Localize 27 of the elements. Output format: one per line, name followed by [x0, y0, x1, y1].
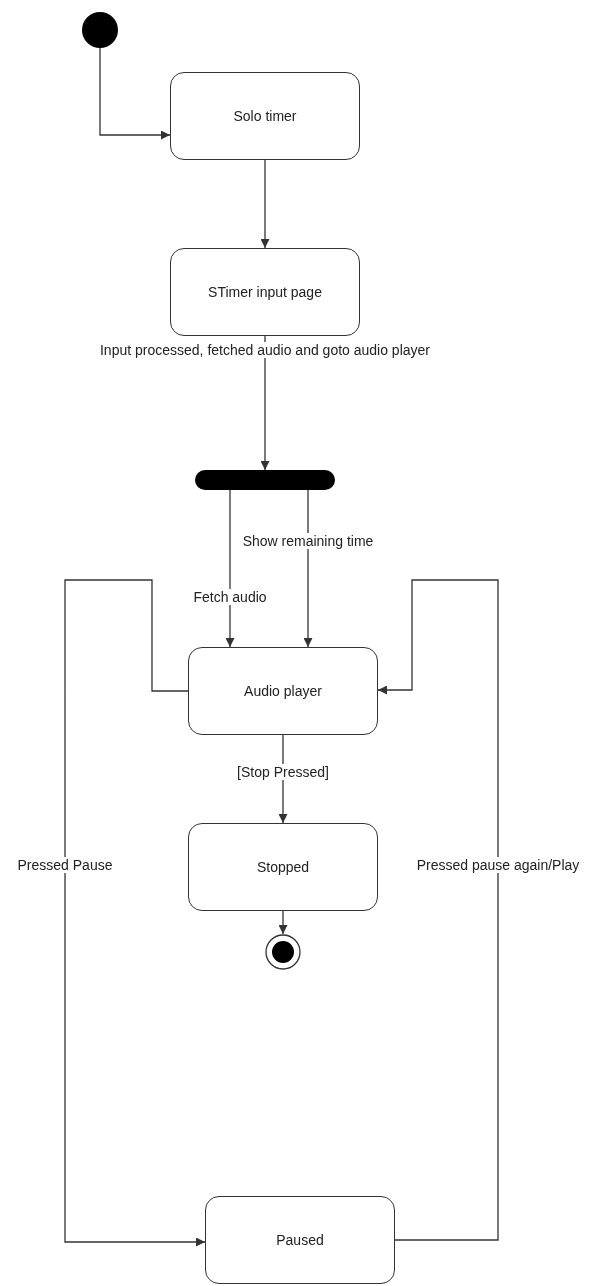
- state-box: [170, 248, 360, 336]
- state-name: Stopped: [256, 859, 310, 875]
- state-name: STimer input page: [208, 284, 322, 300]
- transition-arrow: [64, 579, 206, 1247]
- edge-label: Pressed Pause: [15, 857, 115, 873]
- edge-label: Input processed, fetched audio and goto audio player: [98, 342, 432, 358]
- fork-bar: [195, 470, 335, 490]
- state-box: [188, 823, 378, 911]
- transition-arrow: [278, 910, 288, 935]
- state-name: Paused: [276, 1232, 324, 1248]
- state-box: [188, 647, 378, 735]
- transition-arrow: [99, 47, 171, 140]
- transition-arrow: [260, 335, 270, 471]
- transition-arrow: [377, 579, 499, 1241]
- transition-arrow: [260, 159, 270, 249]
- edge-label: Pressed pause again/Play: [414, 857, 582, 873]
- state-name: Solo timer: [233, 108, 297, 124]
- state-name: Audio player: [244, 683, 322, 699]
- initial-state-dot: [82, 12, 118, 48]
- edge-label: [Stop Pressed]: [235, 764, 331, 780]
- edge-label: Show remaining time: [240, 533, 376, 549]
- edge-label: Fetch audio: [191, 589, 269, 605]
- state-box: [170, 72, 360, 160]
- state-box: [205, 1196, 395, 1284]
- final-state-symbol: [265, 934, 301, 970]
- transition-arrow: [303, 489, 313, 648]
- transition-arrow: [225, 489, 235, 648]
